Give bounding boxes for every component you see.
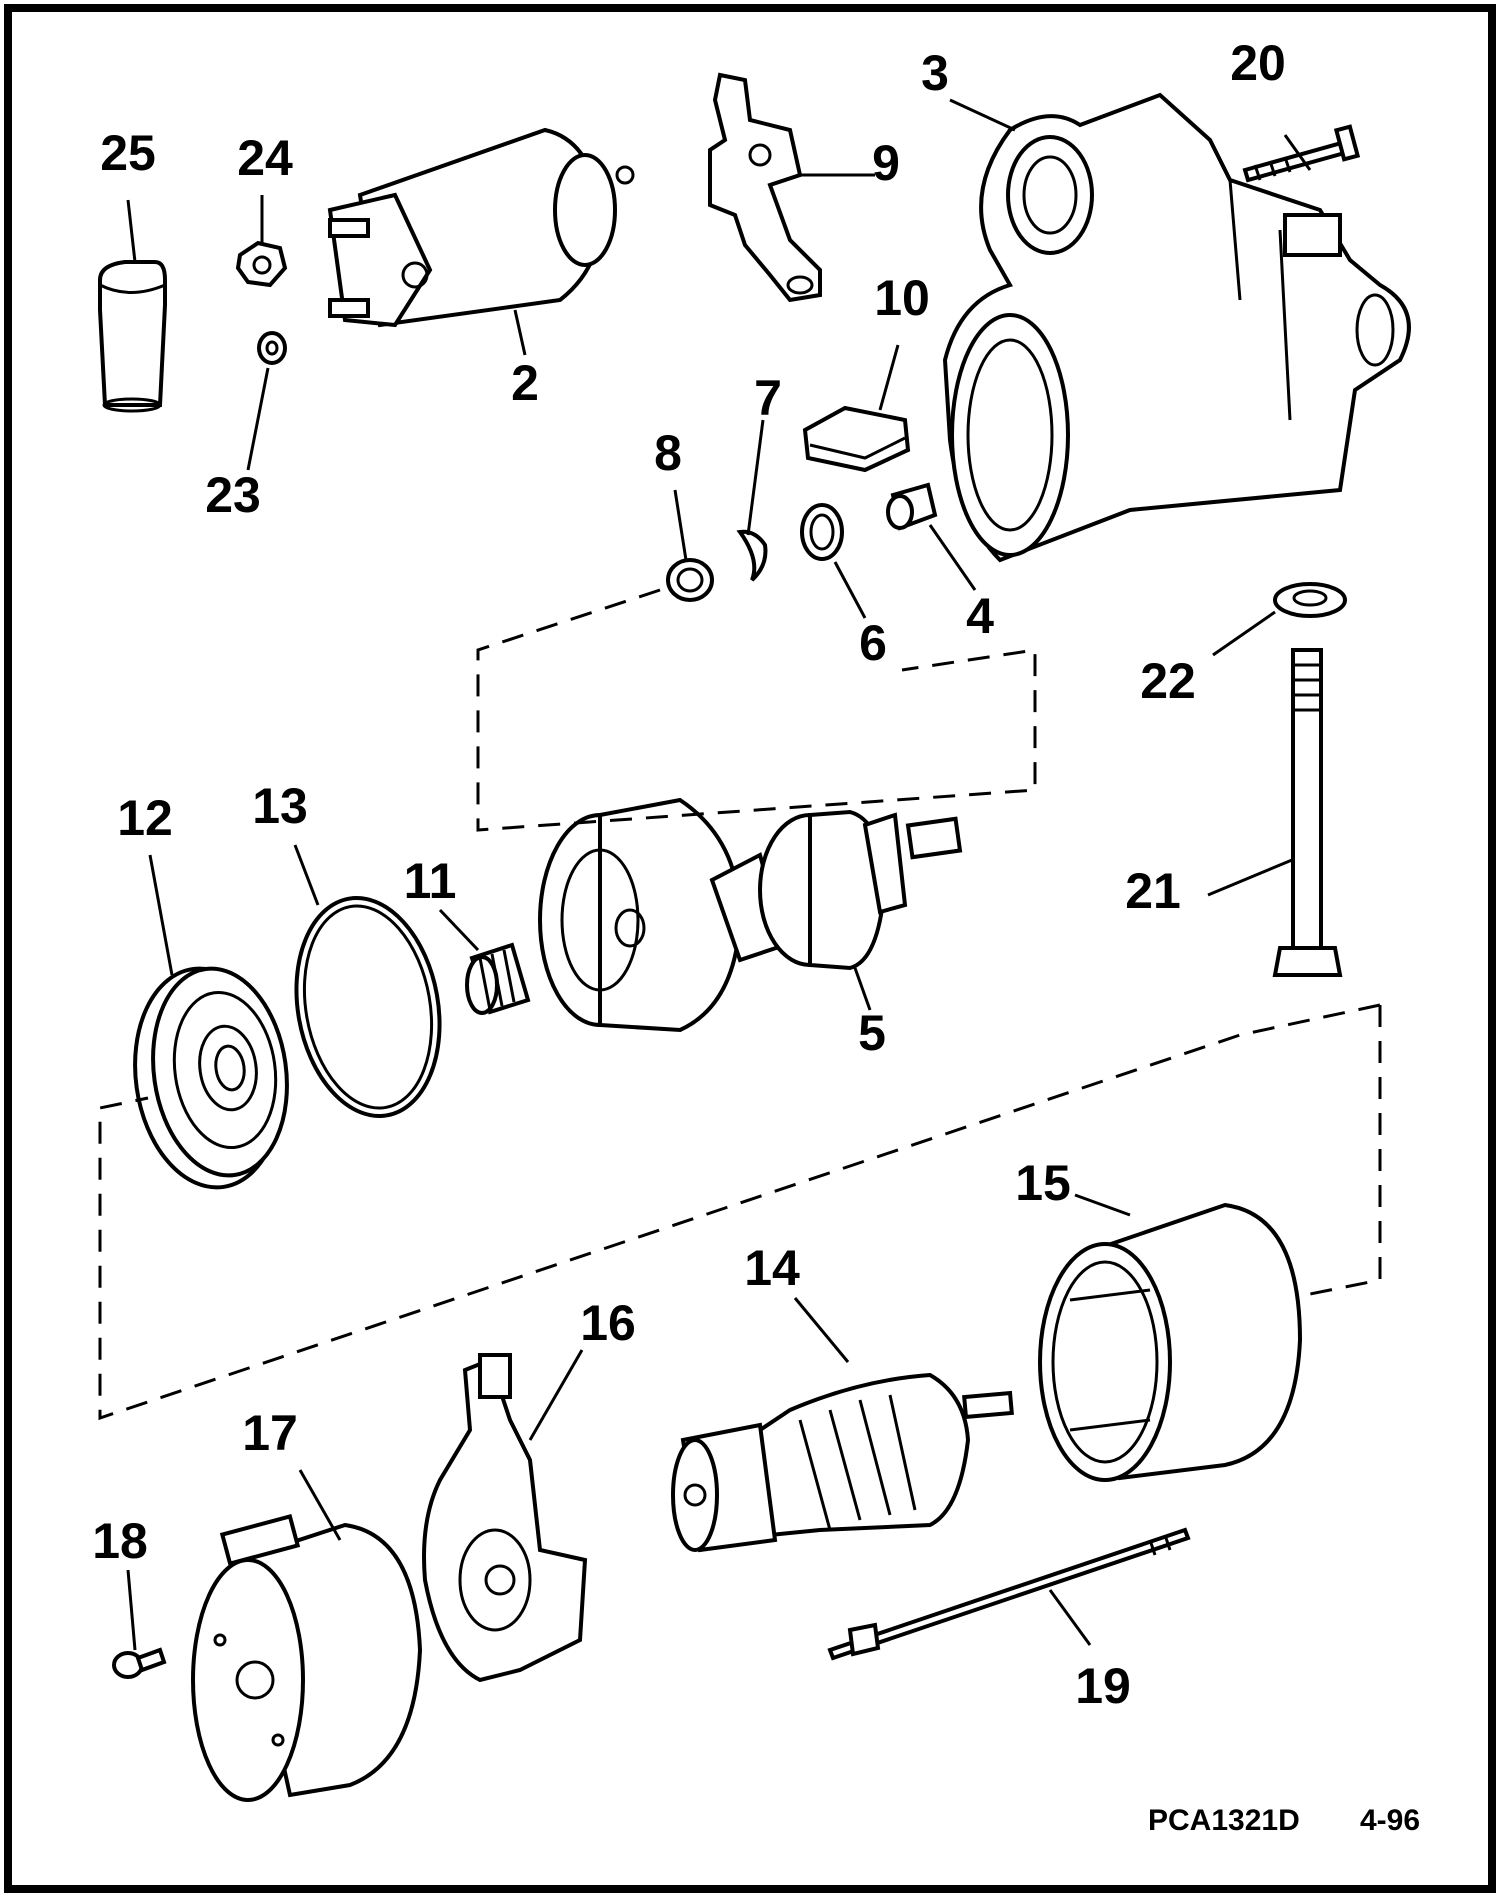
callout-8: 8 xyxy=(654,425,682,481)
callout-17: 17 xyxy=(242,1405,298,1461)
callout-25: 25 xyxy=(100,125,156,181)
callout-9: 9 xyxy=(872,135,900,191)
callout-22: 22 xyxy=(1140,653,1196,709)
part-7-retaining-clip xyxy=(736,529,768,582)
part-15-field-yoke xyxy=(1038,1202,1303,1482)
part-24-nut xyxy=(235,240,288,288)
callout-6: 6 xyxy=(859,615,887,671)
part-10-pad xyxy=(802,405,911,473)
callout-13: 13 xyxy=(252,778,308,834)
part-17-commutator-end-housing xyxy=(191,1514,423,1802)
part-3-drive-end-housing xyxy=(942,92,1411,563)
diagram-frame xyxy=(4,4,1496,1893)
callout-23: 23 xyxy=(205,467,261,523)
footer-code: PCA1321D xyxy=(1148,1804,1300,1837)
callout-11: 11 xyxy=(404,853,457,909)
callout-19: 19 xyxy=(1075,1658,1131,1714)
callout-10: 10 xyxy=(874,270,930,326)
callout-7: 7 xyxy=(754,370,782,426)
callout-4: 4 xyxy=(966,588,994,644)
part-14-armature xyxy=(671,1372,1014,1553)
part-13-o-ring xyxy=(294,895,442,1119)
callout-21: 21 xyxy=(1125,863,1181,919)
callout-24: 24 xyxy=(237,130,293,186)
part-22-washer xyxy=(1273,582,1347,618)
part-16-brush-holder xyxy=(422,1353,588,1683)
part-8-stop-collar xyxy=(666,558,714,602)
part-5-drive-pinion-assembly xyxy=(538,797,963,1033)
callout-15: 15 xyxy=(1015,1155,1071,1211)
callout-12: 12 xyxy=(117,790,173,846)
part-12-end-cover xyxy=(133,966,289,1190)
leader-lines xyxy=(126,98,1312,1651)
part-19-long-bolt xyxy=(827,1527,1191,1661)
part-18-screw xyxy=(112,1647,167,1679)
part-4-bushing xyxy=(886,482,938,531)
part-9-shift-lever xyxy=(708,72,822,303)
guide-lines xyxy=(98,588,1382,1421)
callout-20: 20 xyxy=(1230,35,1286,91)
callout-labels: 25 24 23 2 9 3 20 10 7 8 6 4 22 12 13 11… xyxy=(92,35,1420,1837)
callout-18: 18 xyxy=(92,1513,148,1569)
callout-2: 2 xyxy=(511,355,539,411)
callout-5: 5 xyxy=(858,1005,886,1061)
callout-14: 14 xyxy=(744,1240,800,1296)
part-20-bolt xyxy=(1242,124,1361,183)
part-21-through-bolt xyxy=(1272,648,1343,977)
callout-16: 16 xyxy=(580,1295,636,1351)
part-2-solenoid xyxy=(327,127,635,328)
part-6-thrust-ring xyxy=(800,503,844,561)
callout-3: 3 xyxy=(921,45,949,101)
part-23-washer xyxy=(257,331,287,365)
footer-date: 4-96 xyxy=(1360,1804,1420,1837)
part-25-terminal-boot xyxy=(98,260,167,413)
part-11-pinion-gear xyxy=(465,942,531,1015)
